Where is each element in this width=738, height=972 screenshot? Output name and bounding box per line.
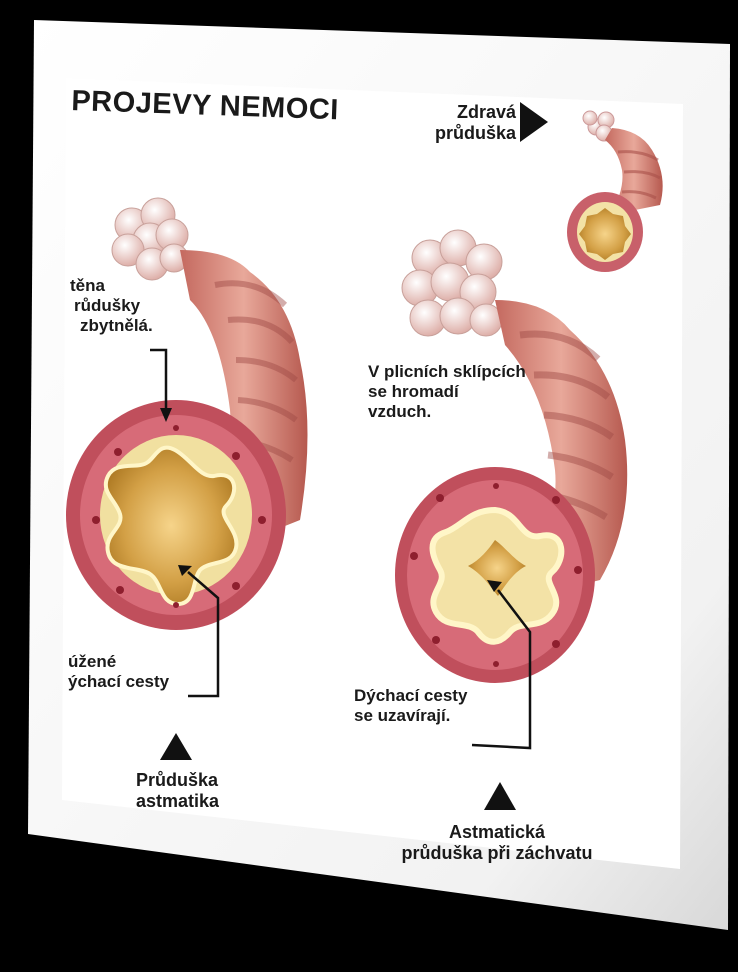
- right-alveoli-label: V plicních sklípcích se hromadí vzduch.: [368, 362, 526, 422]
- left-wall-line2: růdušky: [74, 296, 153, 316]
- right-airways-line1: Dýchací cesty: [354, 686, 467, 706]
- right-airways-label: Dýchací cesty se uzavírají.: [354, 686, 467, 726]
- left-airways-line1: úžené: [68, 652, 169, 672]
- left-caption-line2: astmatika: [136, 791, 219, 812]
- right-alveoli-line3: vzduch.: [368, 402, 526, 422]
- right-caption-line2: průduška při záchvatu: [392, 843, 602, 864]
- left-wall-line1: těna: [70, 276, 153, 296]
- healthy-label-line2: průduška: [422, 123, 516, 144]
- healthy-bronchus-label: Zdravá průduška: [422, 102, 516, 144]
- left-airways-label: úžené ýchací cesty: [68, 652, 169, 692]
- left-wall-line3: zbytnělá.: [80, 316, 153, 336]
- right-alveoli-line2: se hromadí: [368, 382, 526, 402]
- right-alveoli-line1: V plicních sklípcích: [368, 362, 526, 382]
- healthy-label-line1: Zdravá: [422, 102, 516, 123]
- left-wall-label: těna růdušky zbytnělá.: [70, 276, 153, 336]
- right-caption: Astmatická průduška při záchvatu: [392, 822, 602, 866]
- left-airways-line2: ýchací cesty: [68, 672, 169, 692]
- left-caption-line1: Průduška: [136, 770, 219, 791]
- right-caption-line1: Astmatická: [392, 822, 602, 843]
- right-airways-line2: se uzavírají.: [354, 706, 467, 726]
- left-caption: Průduška astmatika: [136, 770, 219, 814]
- right-alveoli: [402, 230, 502, 336]
